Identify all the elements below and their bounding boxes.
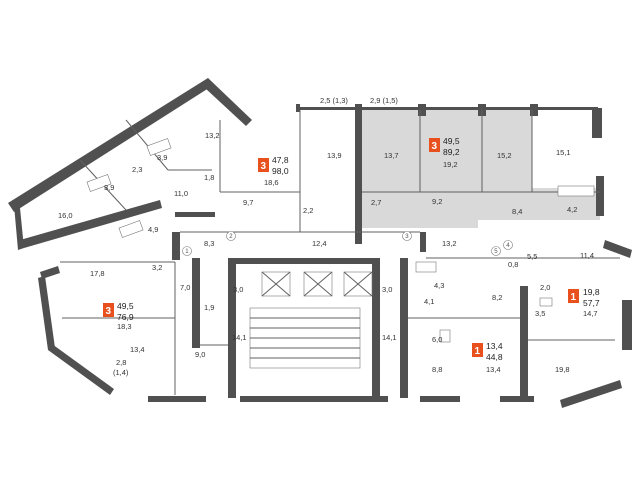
rooms-count: 1: [571, 292, 577, 303]
room-area-label: 3,0: [233, 285, 243, 294]
room-area-label: 14,7: [583, 309, 598, 318]
total-area: 57,7: [583, 298, 600, 308]
apartment-badge: 1 19,8 57,7: [568, 287, 600, 308]
room-area-label: 9,0: [195, 350, 205, 359]
room-area-label: 13,2: [205, 131, 220, 140]
total-area: 89,2: [443, 147, 460, 157]
room-area-label: 2,5 (1,3): [320, 96, 348, 105]
room-area-label: 3,9: [157, 153, 167, 162]
room-area-label: 13,7: [384, 151, 399, 160]
rooms-count: 3: [261, 161, 267, 172]
highlighted-apartment-area: [362, 108, 600, 228]
room-area-label: 2,7: [371, 198, 381, 207]
rooms-badge: [472, 343, 483, 357]
room-area-label: (1,4): [113, 368, 129, 377]
rooms-badge: [103, 303, 114, 317]
room-area-label: 3,2: [152, 263, 162, 272]
room-area-label: 3,5: [535, 309, 545, 318]
rooms-count: 1: [475, 346, 481, 357]
room-area-label: 1,9: [204, 303, 214, 312]
room-area-label: 19,8: [555, 365, 570, 374]
room-area-label: 0,8: [508, 260, 518, 269]
room-area-label: 4,2: [567, 205, 577, 214]
room-area-label: 4,9: [148, 225, 158, 234]
room-area-label: 9,7: [243, 198, 253, 207]
room-area-label: 17,8: [90, 269, 105, 278]
room-area-label: 18,3: [117, 322, 132, 331]
total-area: 44,8: [486, 352, 503, 362]
door-number: 1: [185, 249, 189, 255]
door-number: 3: [405, 234, 409, 240]
rooms-badge: [258, 158, 269, 172]
door-number: 5: [494, 249, 498, 255]
room-area-label: 14,1: [382, 333, 397, 342]
room-area-label: 15,2: [497, 151, 512, 160]
room-area-label: 4,1: [424, 297, 434, 306]
room-area-label: 1,8: [204, 173, 214, 182]
rooms-count: 3: [432, 141, 438, 152]
building-walls: [8, 78, 632, 408]
room-area-label: 13,2: [442, 239, 457, 248]
elevator-shafts: [261, 271, 373, 297]
room-area-label: 2,3: [132, 165, 142, 174]
room-area-label: 8,8: [432, 365, 442, 374]
room-area-label: 13,9: [327, 151, 342, 160]
door-numbers: 1 2 3 4 5: [182, 231, 513, 256]
room-area-label: 3,9: [104, 183, 114, 192]
apartment-badge: 1 13,4 44,8: [472, 341, 503, 362]
room-area-label: 18,6: [264, 178, 279, 187]
rooms-badge: [429, 138, 440, 152]
room-area-label: 15,1: [556, 148, 571, 157]
living-area: 13,4: [486, 341, 503, 351]
room-area-label: 14,1: [232, 333, 247, 342]
living-area: 49,5: [117, 301, 134, 311]
living-area: 49,5: [443, 136, 460, 146]
room-area-label: 2,8: [116, 358, 126, 367]
room-area-label: 11,0: [174, 189, 188, 198]
room-area-label: 7,0: [180, 283, 190, 292]
room-area-label: 19,2: [443, 160, 458, 169]
rooms-count: 3: [106, 306, 112, 317]
living-area: 19,8: [583, 287, 600, 297]
total-area: 98,0: [272, 166, 289, 176]
room-area-label: 11,4: [580, 251, 594, 260]
room-area-label: 2,2: [303, 206, 313, 215]
room-area-label: 13,4: [486, 365, 501, 374]
room-area-label: 2,9 (1,5): [370, 96, 398, 105]
room-area-label: 3,0: [382, 285, 392, 294]
room-area-label: 5,5: [527, 252, 537, 261]
room-area-label: 9,2: [432, 197, 442, 206]
staircase: [249, 307, 361, 369]
total-area: 76,9: [117, 312, 134, 322]
door-number: 2: [229, 234, 233, 240]
door-number: 4: [506, 243, 510, 249]
room-area-label: 6,0: [432, 335, 442, 344]
apartment-badge: 3 49,5 76,9: [103, 301, 134, 322]
room-area-label: 2,0: [540, 283, 550, 292]
room-area-label: 8,2: [492, 293, 502, 302]
room-labels: 13,2 3,9 2,3 3,9 1,8 11,0 16,0 4,9 3,2 1…: [58, 96, 598, 377]
room-area-label: 12,4: [312, 239, 327, 248]
room-area-label: 8,3: [204, 239, 214, 248]
rooms-badge: [568, 289, 579, 303]
living-area: 47,8: [272, 155, 289, 165]
bathroom-fixtures: [86, 138, 595, 343]
room-area-label: 13,4: [130, 345, 145, 354]
room-area-label: 16,0: [58, 211, 73, 220]
room-area-label: 4,3: [434, 281, 444, 290]
apartment-badge: 3 47,8 98,0: [258, 155, 289, 176]
room-area-label: 8,4: [512, 207, 522, 216]
apartment-badge: 3 49,5 89,2: [429, 136, 460, 157]
